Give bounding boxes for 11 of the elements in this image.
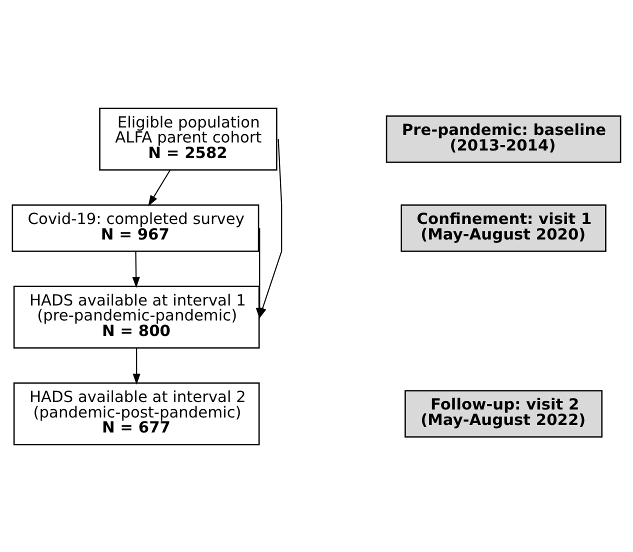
node-box: Eligible population ALFA parent cohort N = 2582 — [99, 107, 278, 170]
arrow — [148, 169, 171, 206]
arrow — [256, 228, 264, 318]
node-box: Covid-19: completed survey N = 967 — [12, 204, 260, 252]
node-box: Pre-pandemic: baseline (2013-2014) — [386, 114, 622, 162]
node-box: HADS available at interval 1 (pre-pandemic-pandemic) N = 800 — [13, 285, 260, 348]
node-box: Confinement: visit 1 (May-August 2020) — [400, 204, 606, 252]
node-box: HADS available at interval 2 (pandemic-post-pandemic) N = 677 — [13, 382, 260, 445]
arrow — [132, 251, 140, 288]
node-box: Follow-up: visit 2 (May-August 2022) — [404, 390, 603, 438]
arrow — [132, 348, 140, 384]
